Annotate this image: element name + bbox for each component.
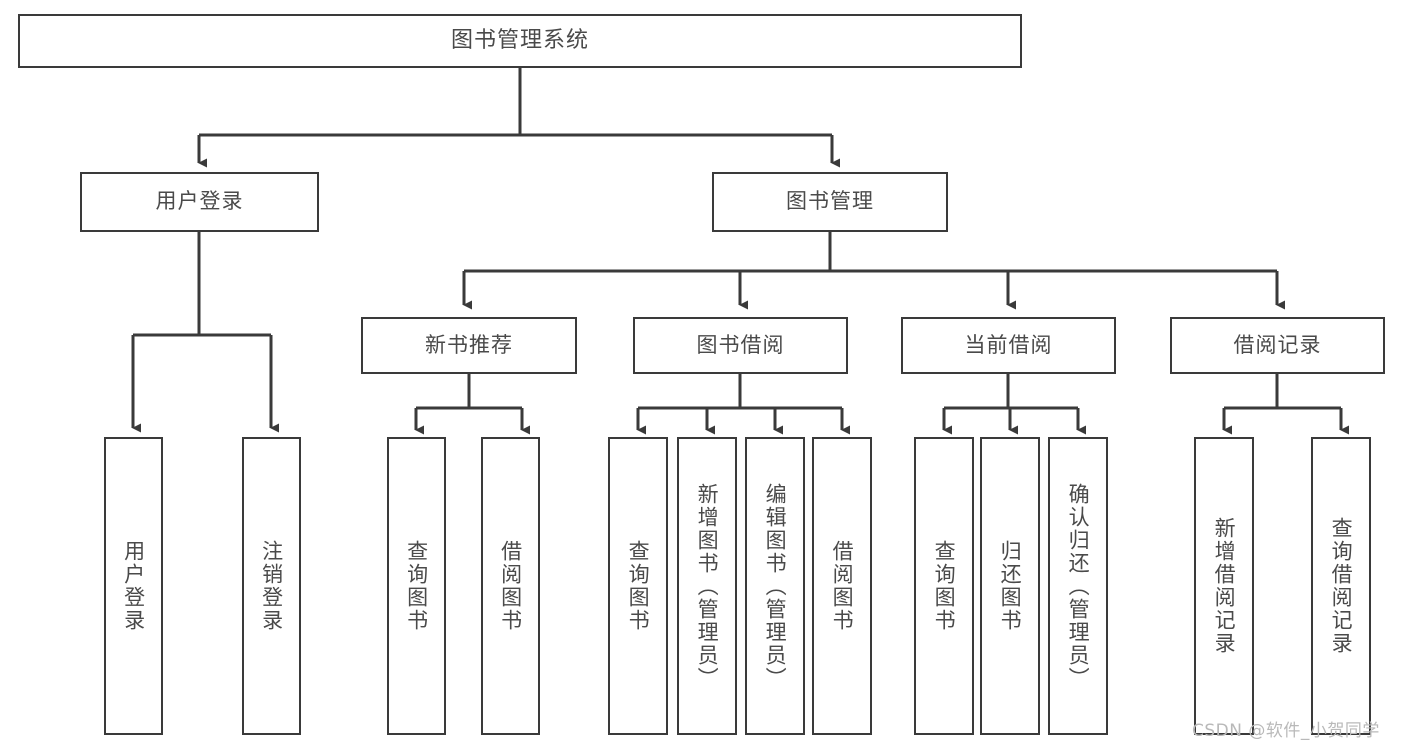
node-label: 归还图书 bbox=[998, 540, 1023, 632]
node-root-system[interactable]: 图书管理系统 bbox=[18, 14, 1022, 68]
leaf-borrow-edit-book-admin[interactable]: 编辑图书（管理员） bbox=[745, 437, 805, 735]
node-label: 注销登录 bbox=[259, 540, 284, 632]
node-label: 当前借阅 bbox=[964, 332, 1053, 357]
leaf-current-query-book[interactable]: 查询图书 bbox=[914, 437, 974, 735]
node-new-book-recommend[interactable]: 新书推荐 bbox=[361, 317, 577, 374]
node-book-borrow[interactable]: 图书借阅 bbox=[633, 317, 848, 374]
watermark-credit: CSDN @软件_小贺同学 bbox=[1192, 721, 1380, 741]
leaf-user-login-logout[interactable]: 注销登录 bbox=[242, 437, 301, 735]
node-borrow-record[interactable]: 借阅记录 bbox=[1170, 317, 1385, 374]
leaf-record-query-record[interactable]: 查询借阅记录 bbox=[1311, 437, 1371, 735]
leaf-current-confirm-return-admin[interactable]: 确认归还（管理员） bbox=[1048, 437, 1108, 735]
leaf-borrow-borrow-book[interactable]: 借阅图书 bbox=[812, 437, 872, 735]
node-label: 查询图书 bbox=[932, 540, 957, 632]
leaf-user-login-login[interactable]: 用户登录 bbox=[104, 437, 163, 735]
node-label: 用户登录 bbox=[121, 540, 146, 632]
node-label: 用户登录 bbox=[155, 189, 244, 214]
node-label: 确认归还（管理员） bbox=[1066, 482, 1091, 690]
node-label: 图书管理 bbox=[786, 189, 874, 214]
node-label: 图书借阅 bbox=[696, 332, 785, 357]
node-label: 图书管理系统 bbox=[450, 27, 589, 53]
leaf-borrow-query-book[interactable]: 查询图书 bbox=[608, 437, 668, 735]
node-user-login[interactable]: 用户登录 bbox=[80, 172, 319, 232]
leaf-new-book-query[interactable]: 查询图书 bbox=[387, 437, 446, 735]
node-label: 新增图书（管理员） bbox=[695, 482, 720, 690]
node-label: 查询图书 bbox=[404, 540, 429, 632]
node-book-management[interactable]: 图书管理 bbox=[712, 172, 948, 232]
leaf-borrow-add-book-admin[interactable]: 新增图书（管理员） bbox=[677, 437, 737, 735]
leaf-current-return-book[interactable]: 归还图书 bbox=[980, 437, 1040, 735]
node-label: 新增借阅记录 bbox=[1212, 517, 1237, 655]
node-label: 查询借阅记录 bbox=[1329, 517, 1354, 655]
node-label: 查询图书 bbox=[626, 540, 651, 632]
leaf-new-book-borrow[interactable]: 借阅图书 bbox=[481, 437, 540, 735]
node-current-borrow[interactable]: 当前借阅 bbox=[901, 317, 1116, 374]
node-label: 借阅图书 bbox=[498, 540, 523, 632]
node-label: 借阅图书 bbox=[830, 540, 855, 632]
node-label: 编辑图书（管理员） bbox=[763, 482, 788, 690]
node-label: 新书推荐 bbox=[425, 332, 513, 357]
leaf-record-add-record[interactable]: 新增借阅记录 bbox=[1194, 437, 1254, 735]
node-label: 借阅记录 bbox=[1233, 332, 1322, 357]
